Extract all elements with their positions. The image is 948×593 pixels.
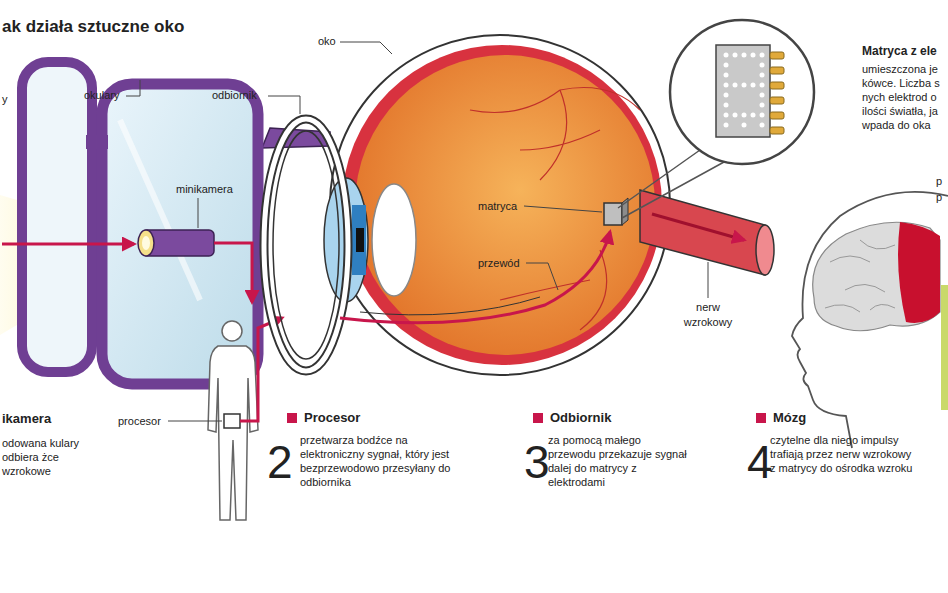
part-label: nerw wzrokowy	[676, 300, 740, 330]
step-text: odowana kulary odbiera żce wzrokowe	[2, 436, 88, 478]
section-marker	[756, 413, 766, 423]
step-text: przetwarza bodźce na elektroniczny sygna…	[300, 433, 452, 489]
part-label: matryca	[478, 199, 517, 213]
head-profile	[792, 192, 948, 448]
magnifier	[618, 20, 814, 218]
section-marker	[533, 413, 543, 423]
part-label: przewód	[478, 256, 520, 270]
part-label: oko	[318, 34, 336, 48]
callout-number: 2	[267, 438, 293, 486]
diagram-title: ak działa sztuczne oko	[2, 16, 184, 38]
callout-number: 3	[524, 438, 550, 486]
part-label: okulary	[84, 88, 119, 102]
part-label: minikamera	[176, 182, 233, 196]
step-heading: Odbiornik	[550, 410, 611, 426]
part-label: procesor	[118, 414, 161, 428]
minicamera	[138, 230, 214, 256]
step-heading: Procesor	[304, 410, 360, 426]
section-marker	[287, 413, 297, 423]
eye	[324, 35, 670, 375]
optic-nerve	[640, 190, 774, 275]
wire-line	[360, 297, 540, 315]
step-text: za pomocą małego przewodu przekazuje syg…	[548, 433, 690, 489]
retina-implant	[604, 198, 628, 225]
part-label: p	[936, 190, 942, 204]
glasses	[22, 62, 330, 384]
step-text: czytelne dla niego impulsy trafiają prze…	[770, 433, 916, 475]
callout-text: umieszczona je kówce. Liczba s nych elek…	[862, 62, 944, 132]
wire	[340, 232, 610, 323]
step-heading: Mózg	[773, 410, 806, 426]
callout-heading: Matryca z ele	[862, 44, 937, 59]
part-label: y	[2, 92, 8, 106]
signal-arrow	[214, 243, 252, 302]
callout-number: 4	[747, 438, 773, 486]
step-heading: ikamera	[2, 411, 51, 427]
part-label: odbiornik	[212, 88, 257, 102]
receiver-ring	[264, 119, 348, 371]
light-arrow	[2, 243, 134, 246]
part-label: p	[936, 174, 942, 188]
leader-lines	[126, 42, 708, 421]
